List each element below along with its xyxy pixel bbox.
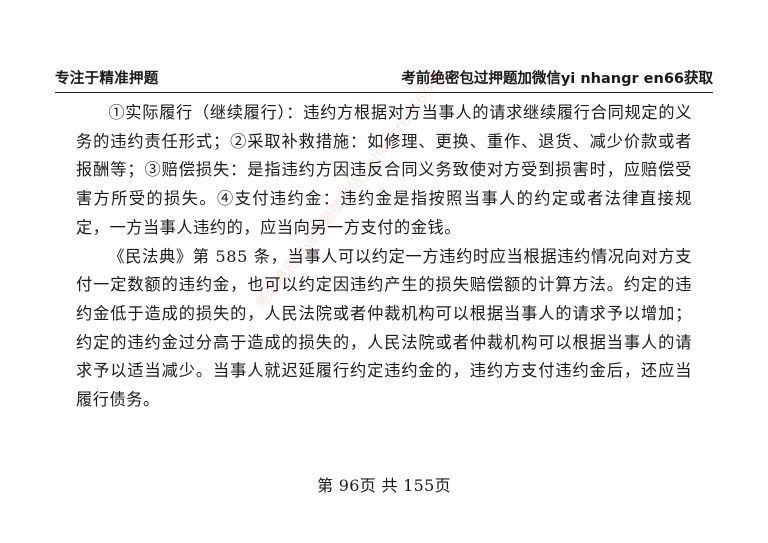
header-right-text: 考前绝密包过押题加微信yi nhangr en66获取 (401, 71, 713, 87)
document-body: ①实际履行（继续履行）：违约方根据对方当事人的请求继续履行合同规定的义务的违约责… (76, 99, 692, 415)
paragraph-civil-code-585: 《民法典》第 585 条，当事人可以约定一方违约时应当根据违约情况向对方支付一定… (76, 246, 692, 410)
page-header: 专注于精准押题 考前绝密包过押题加微信yi nhangr en66获取 (55, 62, 713, 93)
header-left-text: 专注于精准押题 (55, 71, 159, 87)
paragraph-liability-forms: ①实际履行（继续履行）：违约方根据对方当事人的请求继续履行合同规定的义务的违约责… (76, 103, 692, 237)
page-number: 第 96页 共 155页 (317, 476, 451, 495)
